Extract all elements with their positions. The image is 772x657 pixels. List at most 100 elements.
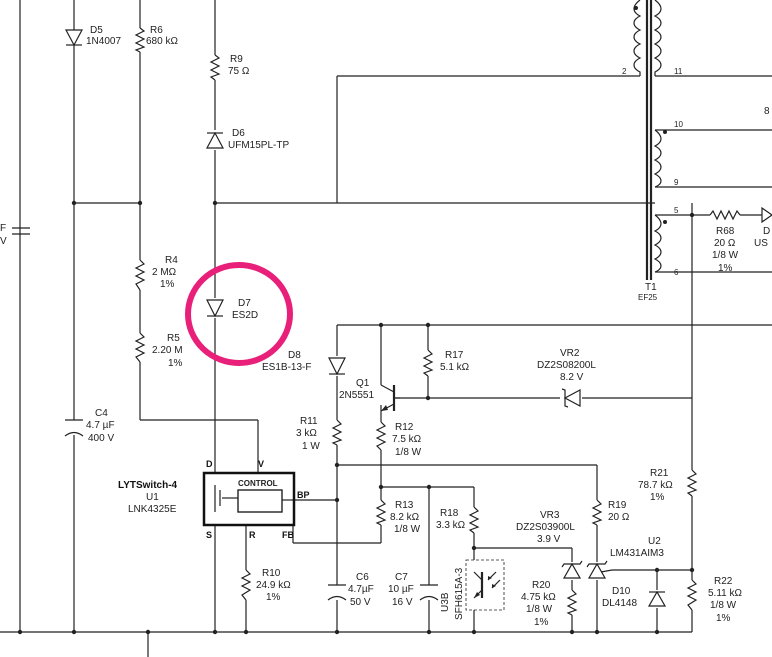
svg-text:T1: T1 bbox=[645, 282, 657, 293]
resistor-r13: R13 8.2 kΩ 1/8 W bbox=[375, 499, 421, 535]
svg-text:1/8 W: 1/8 W bbox=[712, 250, 739, 261]
svg-text:R13: R13 bbox=[395, 500, 414, 511]
resistor-r5: R5 2.20 M 1% bbox=[134, 332, 183, 369]
resistor-r4: R4 2 MΩ 1% bbox=[134, 255, 178, 291]
resistor-r22: R22 5.11 kΩ 1/8 W 1% bbox=[686, 576, 742, 624]
svg-text:6: 6 bbox=[674, 268, 679, 277]
svg-text:DL4148: DL4148 bbox=[602, 598, 637, 609]
svg-text:2.20 M: 2.20 M bbox=[152, 345, 183, 356]
svg-text:FB: FB bbox=[282, 530, 294, 540]
svg-text:78.7 kΩ: 78.7 kΩ bbox=[638, 480, 673, 491]
resistor-r68: R68 20 Ω 1/8 W 1% bbox=[709, 209, 741, 274]
svg-text:VR2: VR2 bbox=[560, 348, 580, 359]
svg-text:680 kΩ: 680 kΩ bbox=[146, 36, 178, 47]
resistor-r6: R6 680 kΩ bbox=[134, 25, 178, 53]
svg-text:10 µF: 10 µF bbox=[388, 584, 414, 595]
svg-text:LNK4325E: LNK4325E bbox=[128, 504, 177, 515]
optocoupler-u3b: U3B SFH615A-3 bbox=[440, 559, 505, 620]
svg-text:1%: 1% bbox=[160, 279, 175, 290]
svg-text:DZ2S08200L: DZ2S08200L bbox=[537, 360, 596, 371]
svg-text:1/8 W: 1/8 W bbox=[394, 524, 421, 535]
ic-u1: CONTROL D V BP S R FB LYTSwitch-4 U1 LNK… bbox=[118, 459, 310, 540]
svg-text:DZ2S03900L: DZ2S03900L bbox=[516, 522, 575, 533]
svg-text:D8: D8 bbox=[288, 350, 301, 361]
svg-text:3.9 V: 3.9 V bbox=[537, 534, 561, 545]
svg-text:ES2D: ES2D bbox=[232, 310, 258, 321]
svg-text:V: V bbox=[0, 236, 7, 247]
svg-text:24.9 kΩ: 24.9 kΩ bbox=[256, 580, 291, 591]
svg-text:1%: 1% bbox=[650, 492, 665, 503]
diode-d8: D8 ES1B-13-F bbox=[262, 350, 346, 376]
svg-text:C4: C4 bbox=[95, 408, 108, 419]
svg-text:CONTROL: CONTROL bbox=[238, 479, 278, 488]
svg-text:2: 2 bbox=[622, 67, 627, 76]
diode-partial-right: D US bbox=[754, 206, 772, 249]
svg-text:R11: R11 bbox=[300, 416, 318, 427]
svg-text:1N4007: 1N4007 bbox=[86, 36, 121, 47]
capacitor-c4: C4 4.7 µF 400 V bbox=[64, 408, 115, 444]
svg-text:V: V bbox=[258, 459, 264, 469]
resistor-r19: R19 20 Ω bbox=[591, 499, 630, 526]
svg-text:R: R bbox=[249, 530, 256, 540]
svg-text:5.1 kΩ: 5.1 kΩ bbox=[440, 362, 470, 373]
svg-text:R5: R5 bbox=[167, 333, 180, 344]
left-partial-capacitor: F V bbox=[0, 223, 30, 247]
svg-text:20 Ω: 20 Ω bbox=[714, 238, 736, 249]
resistor-r20: R20 4.75 kΩ 1/8 W 1% bbox=[521, 580, 578, 628]
svg-text:50 V: 50 V bbox=[350, 597, 371, 608]
svg-text:1%: 1% bbox=[718, 263, 733, 274]
svg-text:D6: D6 bbox=[232, 128, 245, 139]
diode-d10: D10 DL4148 bbox=[602, 586, 667, 609]
svg-text:D10: D10 bbox=[612, 586, 631, 597]
svg-text:400 V: 400 V bbox=[88, 433, 114, 444]
svg-text:8.2 V: 8.2 V bbox=[560, 372, 584, 383]
svg-text:ES1B-13-F: ES1B-13-F bbox=[262, 362, 311, 373]
capacitor-c7: C7 10 µF 16 V bbox=[388, 572, 439, 608]
svg-text:U1: U1 bbox=[146, 492, 159, 503]
svg-text:R10: R10 bbox=[262, 568, 281, 579]
svg-text:UFM15PL-TP: UFM15PL-TP bbox=[228, 140, 289, 151]
svg-text:8: 8 bbox=[764, 106, 770, 117]
svg-text:U2: U2 bbox=[648, 536, 661, 547]
resistor-r10: R10 24.9 kΩ 1% bbox=[240, 568, 291, 603]
svg-text:75 Ω: 75 Ω bbox=[228, 66, 250, 77]
zener-vr2: VR2 DZ2S08200L 8.2 V bbox=[537, 348, 596, 408]
resistor-r11: R11 3 kΩ 1 W bbox=[296, 416, 343, 452]
resistor-r18: R18 3.3 kΩ bbox=[436, 506, 480, 534]
svg-text:R4: R4 bbox=[165, 255, 178, 266]
svg-text:U3B: U3B bbox=[440, 592, 451, 612]
svg-text:S: S bbox=[206, 530, 212, 540]
svg-text:9: 9 bbox=[674, 178, 679, 187]
svg-text:D5: D5 bbox=[90, 25, 103, 36]
svg-text:1%: 1% bbox=[266, 592, 281, 603]
svg-text:1 W: 1 W bbox=[302, 441, 320, 452]
svg-text:R12: R12 bbox=[395, 422, 414, 433]
svg-text:D: D bbox=[763, 226, 770, 237]
svg-text:LM431AIM3: LM431AIM3 bbox=[610, 548, 664, 559]
svg-text:R6: R6 bbox=[150, 25, 163, 36]
svg-text:EF25: EF25 bbox=[638, 293, 658, 302]
svg-text:SFH615A-3: SFH615A-3 bbox=[454, 567, 465, 620]
svg-text:1/8 W: 1/8 W bbox=[710, 600, 737, 611]
resistor-r9: R9 75 Ω bbox=[209, 54, 250, 81]
resistor-r17: R17 5.1 kΩ bbox=[422, 349, 470, 377]
svg-text:1%: 1% bbox=[534, 617, 549, 628]
svg-text:5.11 kΩ: 5.11 kΩ bbox=[708, 588, 742, 599]
svg-text:R9: R9 bbox=[230, 54, 243, 65]
svg-text:US: US bbox=[754, 238, 768, 249]
svg-text:1%: 1% bbox=[716, 613, 731, 624]
svg-text:R68: R68 bbox=[716, 226, 735, 237]
diode-d5: D5 1N4007 bbox=[65, 25, 121, 47]
svg-text:16 V: 16 V bbox=[392, 597, 413, 608]
svg-text:11: 11 bbox=[674, 67, 683, 76]
svg-text:2 MΩ: 2 MΩ bbox=[152, 267, 177, 278]
svg-text:R18: R18 bbox=[440, 508, 459, 519]
svg-text:4.75 kΩ: 4.75 kΩ bbox=[521, 592, 556, 603]
svg-text:D: D bbox=[206, 459, 213, 469]
svg-text:3.3 kΩ: 3.3 kΩ bbox=[436, 520, 466, 531]
svg-text:C7: C7 bbox=[395, 572, 408, 583]
svg-text:5: 5 bbox=[674, 206, 679, 215]
svg-text:R17: R17 bbox=[445, 350, 464, 361]
capacitor-c6: C6 4.7µF 50 V bbox=[327, 572, 374, 608]
